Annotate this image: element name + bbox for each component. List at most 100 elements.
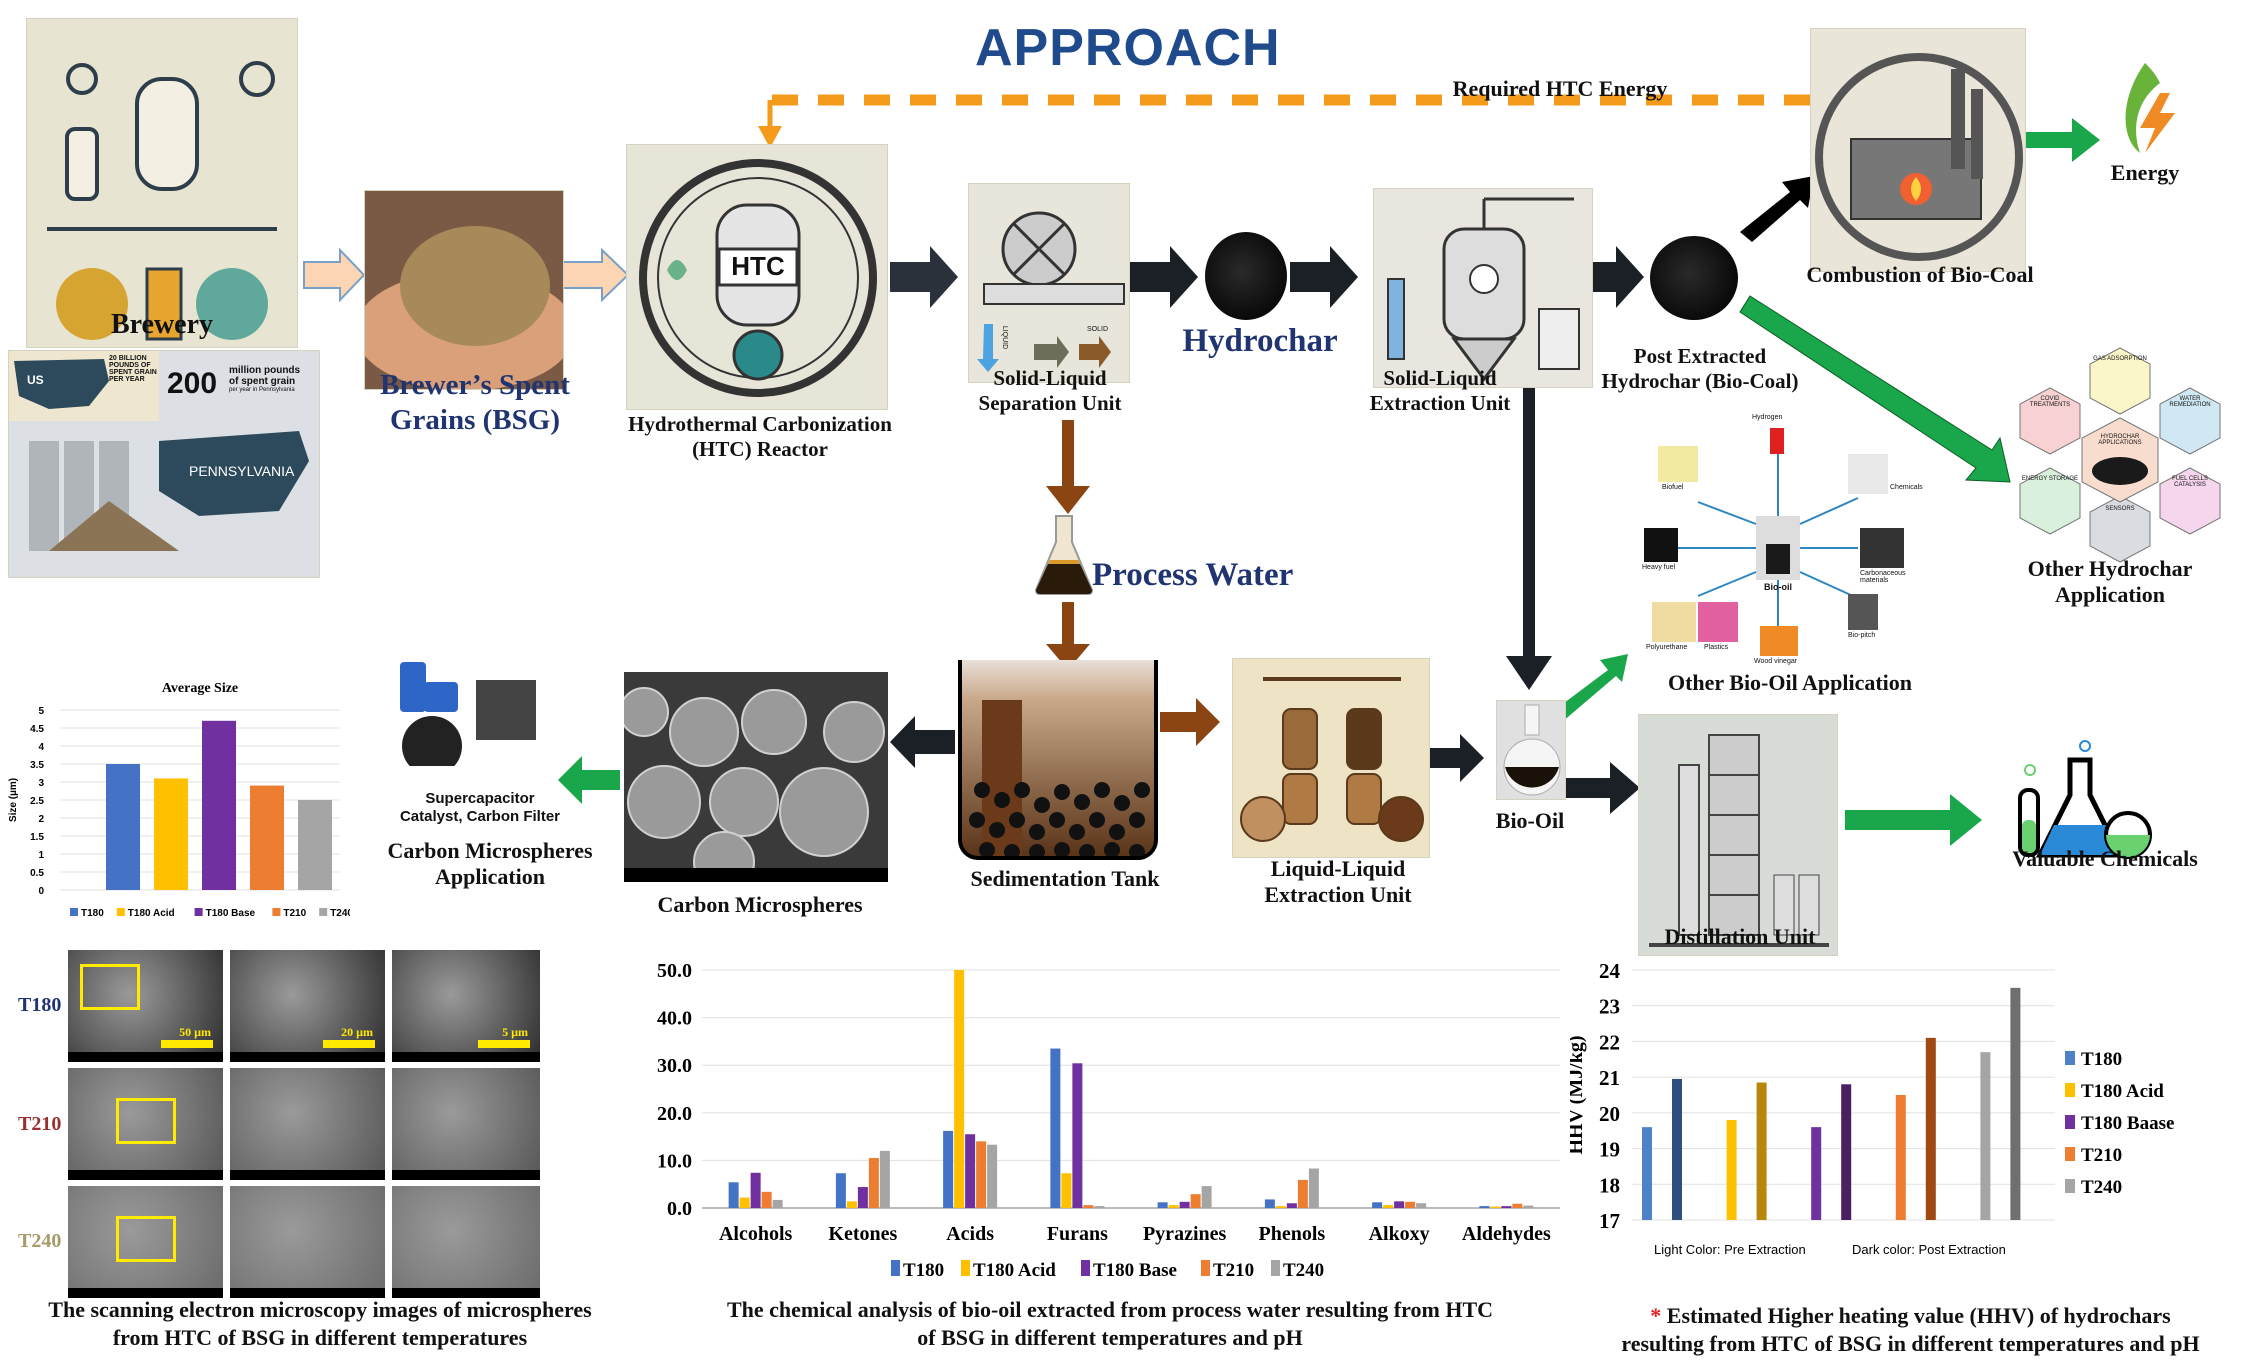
x-tick-label: Aldehydes (1462, 1223, 1551, 1245)
extraction-vessel-icon (1387, 197, 1580, 382)
arrow-lle-to-bio-oil (1420, 734, 1484, 782)
sem-info-bar (230, 1170, 385, 1180)
bar-post-extraction (2010, 987, 2021, 1220)
annotation-post: Dark color: Post Extraction (1852, 1242, 2006, 1257)
sem-row-label-t240: T240 (18, 1230, 61, 1253)
legend-label: T180 Baase (2081, 1113, 2174, 1134)
pa-stat-line3: per year in Pennsylvania (229, 387, 295, 393)
pa-stat-text: million pounds of spent grain per year i… (229, 365, 300, 394)
arrow-sle-to-postchar (1572, 246, 1644, 308)
bar (1405, 1201, 1416, 1208)
bar (1275, 1206, 1286, 1208)
hex-water-remediation: WATER REMEDIATION (2169, 396, 2211, 408)
liquid-tag: LIQUID (1001, 325, 1009, 350)
lle-label-line1: Liquid-Liquid (1270, 856, 1406, 881)
bar (1383, 1205, 1394, 1208)
bar (965, 1134, 976, 1208)
legend-swatch (2065, 1179, 2075, 1193)
y-tick-label: 4.5 (30, 724, 44, 735)
arrow-brewery-to-bsg (303, 247, 366, 303)
sem-info-bar (392, 1288, 540, 1298)
carbon-microspheres-label: Carbon Microspheres (657, 892, 863, 917)
y-tick-label: 18 (1599, 1173, 1620, 1197)
distillation-unit-label: Distillation Unit (1664, 924, 1816, 949)
y-tick-label: 22 (1599, 1030, 1620, 1054)
bar (1157, 1202, 1168, 1208)
pennsylvania-label: PENNSYLVANIA (189, 463, 295, 479)
bar (1094, 1206, 1105, 1208)
bar-post-extraction (1756, 1082, 1767, 1220)
bar (250, 785, 284, 890)
x-tick-label: Ketones (828, 1223, 897, 1245)
page-title: APPROACH (975, 19, 1281, 77)
sem-row-t210-text: T210 (18, 1113, 62, 1135)
separator-machine-icon (977, 211, 1125, 372)
sem-info-bar (230, 1052, 385, 1062)
htc-icon-label: HTC (731, 251, 785, 281)
solid-liquid-separation-label: Solid-Liquid Separation Unit (950, 366, 1150, 416)
bsg-label-line2: Grains (BSG) (390, 403, 560, 436)
hydrochar-label: Hydrochar (1182, 323, 1338, 359)
other-hydrochar-line2: Application (2054, 582, 2166, 608)
sem-image (392, 1068, 540, 1180)
arrow-tank-to-lle (1160, 698, 1220, 746)
bar (857, 1187, 868, 1208)
sem-image (392, 1186, 540, 1298)
y-tick-label: 24 (1599, 960, 1621, 983)
bar-pre-extraction (1980, 1052, 1991, 1220)
y-tick-label: 3 (38, 778, 44, 789)
microsphere-sem-render (624, 672, 888, 882)
other-bio-oil-label: Other Bio-Oil Application (1667, 670, 1913, 695)
hydrochar-image (1205, 232, 1287, 320)
arrow-bio-oil-to-distillation (1552, 762, 1640, 814)
legend-label: T180 (2081, 1049, 2122, 1070)
bar (879, 1150, 890, 1208)
bar (1179, 1201, 1190, 1208)
bar (1523, 1205, 1534, 1208)
hhv-caption-line1: * Estimated Higher heating value (HHV) o… (1570, 1302, 2251, 1330)
required-htc-energy-label: Required HTC Energy (1452, 76, 1668, 101)
x-tick-label: Acids (946, 1223, 994, 1245)
legend-label: T180 (903, 1260, 944, 1281)
cms-uses-line2: Catalyst, Carbon Filter (399, 808, 561, 825)
hex-center: HYDROCHAR APPLICATIONS (2098, 434, 2142, 446)
annotation-pre: Light Color: Pre Extraction (1654, 1242, 1806, 1257)
cms-application-label: Carbon Microspheres Application (360, 838, 620, 891)
htc-label-line2: (HTC) Reactor (692, 437, 828, 462)
sem-row-label-t180: T180 (18, 994, 61, 1017)
pa-stat-line1: million pounds (229, 365, 301, 376)
y-tick-label: 1.5 (30, 832, 44, 843)
sedimentation-tank-image (958, 660, 1158, 860)
legend-swatch (194, 908, 203, 916)
sem-info-bar (68, 1170, 223, 1180)
bar (1308, 1168, 1319, 1208)
sem-image: 5 µm (392, 950, 540, 1062)
pa-number: 200 (167, 367, 218, 400)
bsg-label-line1: Brewer’s Spent (380, 369, 570, 401)
arrow-postchar-to-other-hydrochar (1739, 295, 2011, 483)
sem-zoom-box (80, 964, 140, 1010)
bar (202, 720, 236, 890)
x-tick-label: Pyrazines (1143, 1223, 1227, 1245)
y-tick-label: 20 (1599, 1102, 1620, 1126)
post-label-line2: Hydrochar (Bio-Coal) (1601, 369, 1799, 394)
bsg-photo (364, 190, 564, 390)
htc-reactor-icon (639, 159, 877, 397)
sem-scale-bar (323, 1040, 375, 1048)
legend-swatch (1271, 1260, 1280, 1276)
y-tick-label: 21 (1599, 1066, 1620, 1090)
arrow-sls-to-process-water-head (1046, 486, 1090, 514)
bio-oil-center-label: Bio-oil (1764, 582, 1792, 592)
legend-label: T240 (1283, 1260, 1324, 1281)
product-hydrogen: Hydrogen (1752, 414, 1783, 421)
carbon-microspheres-image (624, 672, 888, 882)
sem-row-label-t210: T210 (18, 1113, 61, 1136)
bar (954, 970, 965, 1208)
y-tick-label: 17 (1599, 1209, 1620, 1233)
supercapacitor-carbon-icon (400, 662, 536, 766)
legend-label: T180 (81, 908, 104, 919)
valuable-chemicals-label: Valuable Chemicals (2012, 846, 2198, 871)
